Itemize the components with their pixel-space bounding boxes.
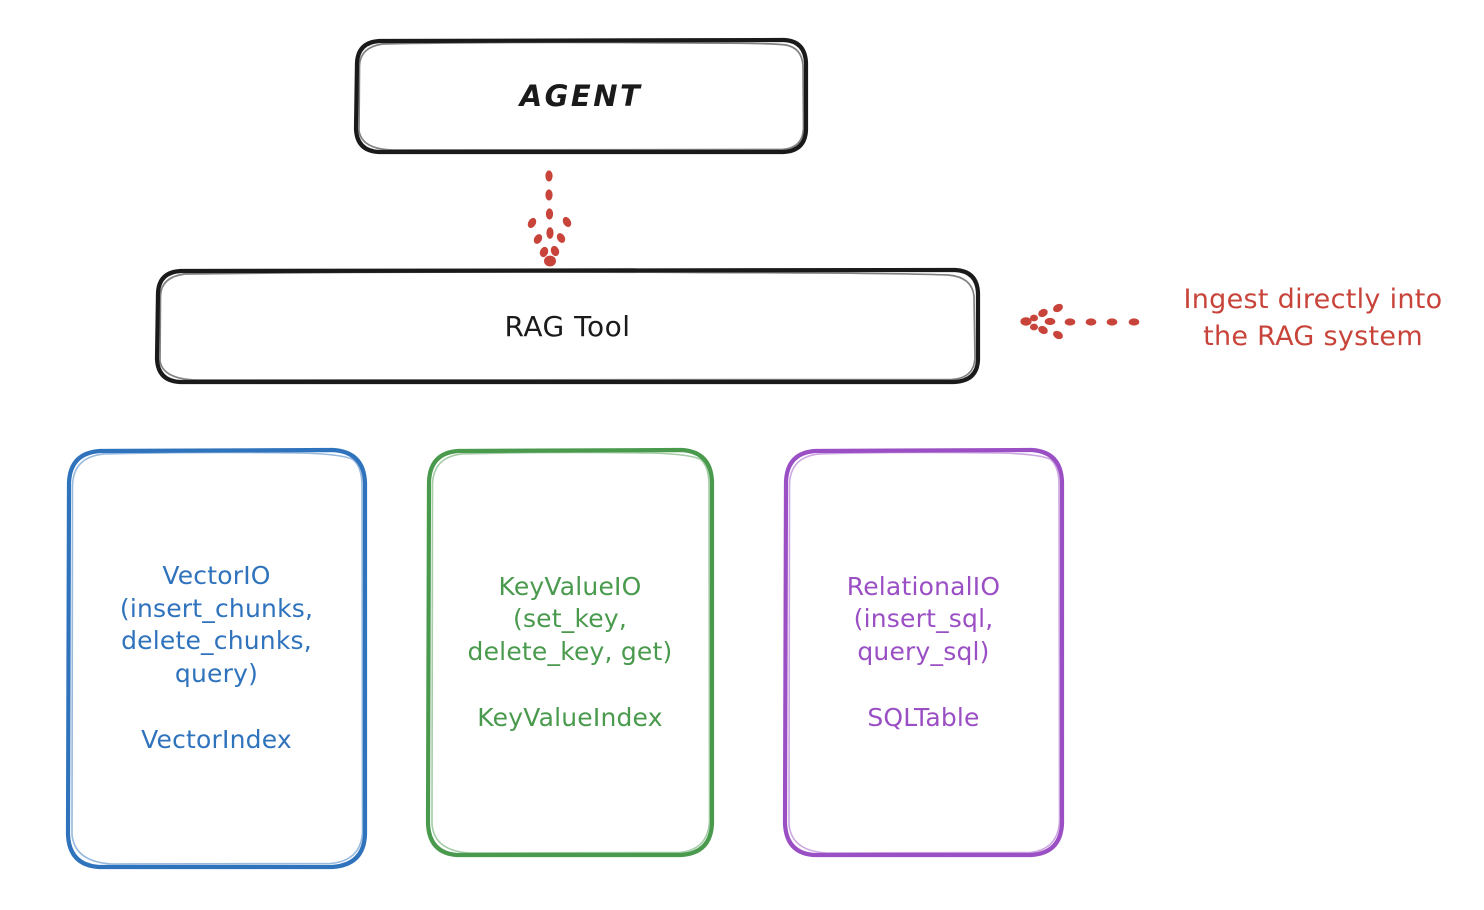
rag-tool-box-outline <box>154 267 981 385</box>
ingest-to-rag-arrow-icon <box>1020 303 1140 340</box>
agent-box-outline <box>353 37 809 155</box>
agent-to-rag-arrow-icon <box>527 170 572 267</box>
relational-box-outline <box>782 447 1065 858</box>
vector-box-outline <box>65 447 368 870</box>
keyvalue-box-outline <box>425 447 715 858</box>
